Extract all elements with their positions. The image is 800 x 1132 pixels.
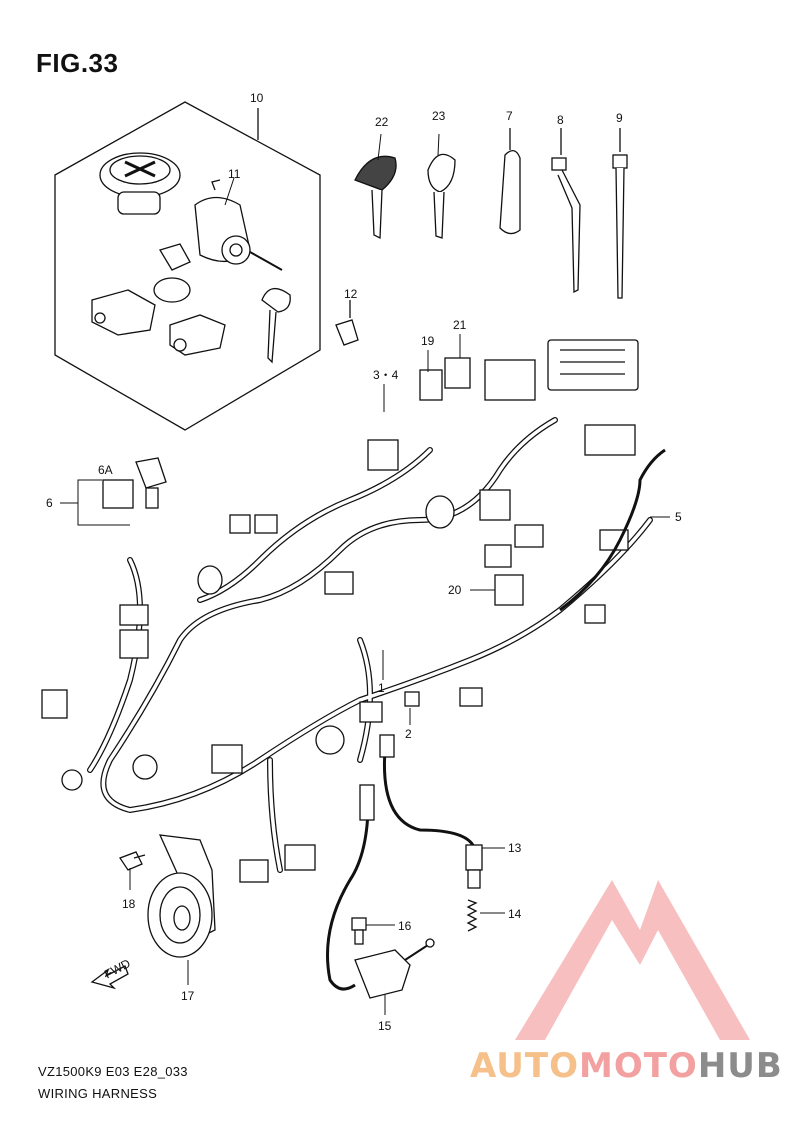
spring-14-icon xyxy=(466,899,478,932)
key-blank-22-icon xyxy=(354,155,397,240)
fwd-arrow-icon xyxy=(90,965,129,990)
callout-2: 2 xyxy=(405,727,412,741)
callout-7: 7 xyxy=(506,109,513,123)
main-harness-wires-inner xyxy=(88,418,652,872)
watermark-logo-icon xyxy=(515,880,750,1040)
callout-10: 10 xyxy=(250,91,264,105)
callout-14: 14 xyxy=(508,907,522,921)
callout-15: 15 xyxy=(378,1019,392,1033)
callout-20: 20 xyxy=(448,583,462,597)
callout-labels: 10 11 22 23 7 8 9 12 19 21 3・4 6A 6 5 20… xyxy=(46,91,682,1033)
harness-connectors xyxy=(41,339,639,883)
callout-8: 8 xyxy=(557,113,564,127)
leader-lines xyxy=(60,133,670,1015)
ignition-key-icon xyxy=(261,288,291,364)
callout-21: 21 xyxy=(453,318,467,332)
callout-22: 22 xyxy=(375,115,389,129)
cable-tie-8-icon xyxy=(551,128,581,294)
callout-6a: 6A xyxy=(98,463,113,477)
brand-part-hub: HUB xyxy=(697,1046,783,1086)
callout-19: 19 xyxy=(421,334,435,348)
callout-23: 23 xyxy=(432,109,446,123)
callout-17: 17 xyxy=(181,989,195,1003)
callout-13: 13 xyxy=(508,841,522,855)
switch-15-cable xyxy=(326,789,370,991)
callout-9: 9 xyxy=(616,111,623,125)
cable-tie-9-icon xyxy=(612,128,628,299)
callout-11: 11 xyxy=(228,167,241,181)
callout-12: 12 xyxy=(344,287,358,301)
callout-1: 1 xyxy=(378,681,385,695)
horn-17-icon xyxy=(147,834,216,958)
watermark-brand: AUTOMOTOHUB xyxy=(470,1046,783,1086)
screw-12-icon xyxy=(335,300,359,346)
brand-part-moto: MOTO xyxy=(578,1046,698,1086)
figure-caption: WIRING HARNESS xyxy=(38,1086,158,1101)
sensor-cable-13 xyxy=(382,749,477,851)
callout-16: 16 xyxy=(398,919,412,933)
switch-15-icon xyxy=(354,784,435,999)
brand-part-auto: AUTO xyxy=(470,1046,579,1086)
callout-6: 6 xyxy=(46,496,53,510)
sensor-13-icon xyxy=(379,734,483,889)
ignition-switch-icon xyxy=(194,179,283,271)
sub-harness-5 xyxy=(559,448,666,612)
bolt-18-icon xyxy=(119,851,146,871)
ignition-set-box xyxy=(54,101,321,431)
bolt-16-icon xyxy=(351,917,367,945)
clamp-7-icon xyxy=(499,128,521,235)
fuel-cap-icon xyxy=(99,152,181,215)
callout-5: 5 xyxy=(675,510,682,524)
callout-3-4: 3・4 xyxy=(373,368,399,382)
callout-18: 18 xyxy=(122,897,136,911)
lock-cylinder-icon xyxy=(91,243,226,356)
figure-title: FIG.33 xyxy=(36,48,119,78)
key-blank-23-icon xyxy=(427,153,456,239)
model-code: VZ1500K9 E03 E28_033 xyxy=(38,1064,188,1079)
